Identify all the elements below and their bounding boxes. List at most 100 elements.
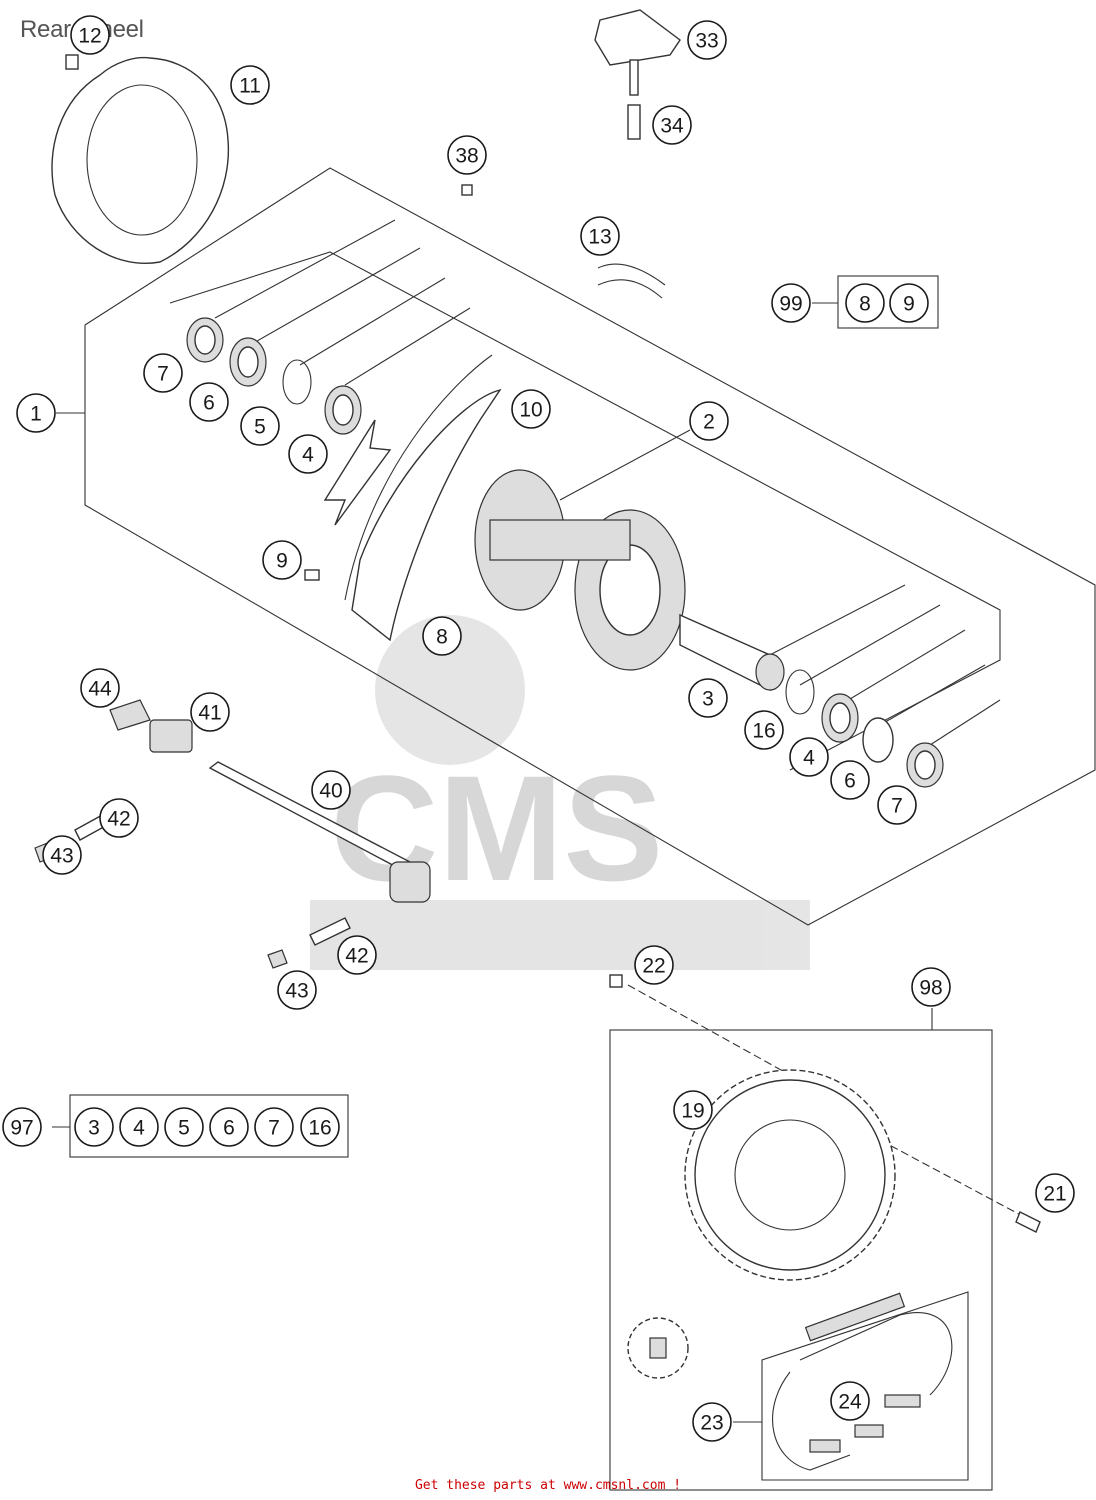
callout-circle [845,283,885,323]
callout-label: 43 [50,845,73,868]
callout-label: 8 [436,626,448,649]
callout-9b: 9 [262,540,302,580]
callout-label: 5 [254,416,266,439]
callout-circle [889,283,929,323]
callout-4b: 4 [789,737,829,777]
callout-label: 42 [107,808,130,831]
callout-9a: 9 [889,283,929,323]
callout-label: 3 [88,1117,100,1140]
callout-23: 23 [692,1402,732,1442]
callout-4a: 4 [288,434,328,474]
callout-2: 2 [689,401,729,441]
callout-97-6: 6 [209,1107,249,1147]
callout-circle [634,945,674,985]
callout-circle [689,401,729,441]
chain [772,1292,953,1471]
callout-circle [209,1107,249,1147]
callout-label: 98 [919,977,942,1000]
set-box-98 [609,1029,993,1491]
leader-lines [52,219,1031,1423]
callout-33: 33 [687,20,727,60]
callout-circle [2,1107,42,1147]
callout-circle [692,1402,732,1442]
callout-label: 19 [681,1100,704,1123]
callout-1: 1 [16,393,56,433]
callout-label: 6 [844,770,856,793]
callout-label: 16 [752,720,775,743]
callout-7b: 7 [877,785,917,825]
callout-label: 4 [302,444,314,467]
callout-circle [119,1107,159,1147]
callout-44: 44 [80,668,120,708]
tool-handle [594,9,681,140]
callout-6a: 6 [189,382,229,422]
callout-label: 16 [308,1117,331,1140]
valve-plug [461,184,473,196]
callout-circle [80,668,120,708]
callout-label: 3 [702,688,714,711]
hub [474,469,686,671]
watermark-text: CMS [330,744,663,912]
callout-41: 41 [190,692,230,732]
callout-label: 34 [660,115,684,138]
callout-98: 98 [911,967,951,1007]
set-box-99 [837,275,939,329]
callout-circle [673,1090,713,1130]
callout-13: 13 [580,216,620,256]
callout-97-4: 4 [119,1107,159,1147]
spacer [679,613,785,692]
callout-circle [190,692,230,732]
callout-circle [70,15,110,55]
callout-8b: 8 [422,616,462,656]
callout-38: 38 [447,135,487,175]
callout-42a: 42 [99,798,139,838]
footer-link[interactable]: Get these parts at www.cmsnl.com ! [414,1478,682,1493]
left-bearing-set [186,317,362,435]
right-bearing-set [785,669,944,788]
callout-circle [230,65,270,105]
spoke-screw [304,569,320,581]
callout-circle [789,737,829,777]
callout-circle [262,540,302,580]
callout-19: 19 [673,1090,713,1130]
axle [208,761,431,903]
callout-16: 16 [744,710,784,750]
callout-circle [240,406,280,446]
callout-circle [16,393,56,433]
callout-label: 42 [345,945,368,968]
chain-box [761,1291,969,1481]
watermark: CMS [310,615,810,970]
callout-5: 5 [240,406,280,446]
front-sprocket [627,1317,689,1379]
callout-97-3: 3 [74,1107,114,1147]
callout-circle [877,785,917,825]
callout-label: 11 [239,75,261,98]
callout-97-5: 5 [164,1107,204,1147]
callout-8a: 8 [845,283,885,323]
hub-assembly-frame [169,251,1001,771]
callout-label: 43 [285,980,308,1003]
callout-circle [277,970,317,1010]
callout-circle [337,935,377,975]
chain-adjuster [109,699,193,753]
callout-7a: 7 [143,353,183,393]
callout-11: 11 [230,65,270,105]
callout-label: 22 [642,955,665,978]
callout-label: 1 [30,403,42,426]
callout-circle [744,710,784,750]
callout-circle [99,798,139,838]
callout-21: 21 [1035,1173,1075,1213]
callout-97: 97 [2,1107,42,1147]
adjuster-screws [34,807,351,969]
callout-label: 10 [519,399,542,422]
callout-22: 22 [634,945,674,985]
callout-42b: 42 [337,935,377,975]
callout-label: 8 [859,293,871,316]
callout-circle [189,382,229,422]
callout-label: 40 [319,780,342,803]
callout-circle [254,1107,294,1147]
callout-label: 9 [276,550,288,573]
callout-label: 7 [268,1117,280,1140]
